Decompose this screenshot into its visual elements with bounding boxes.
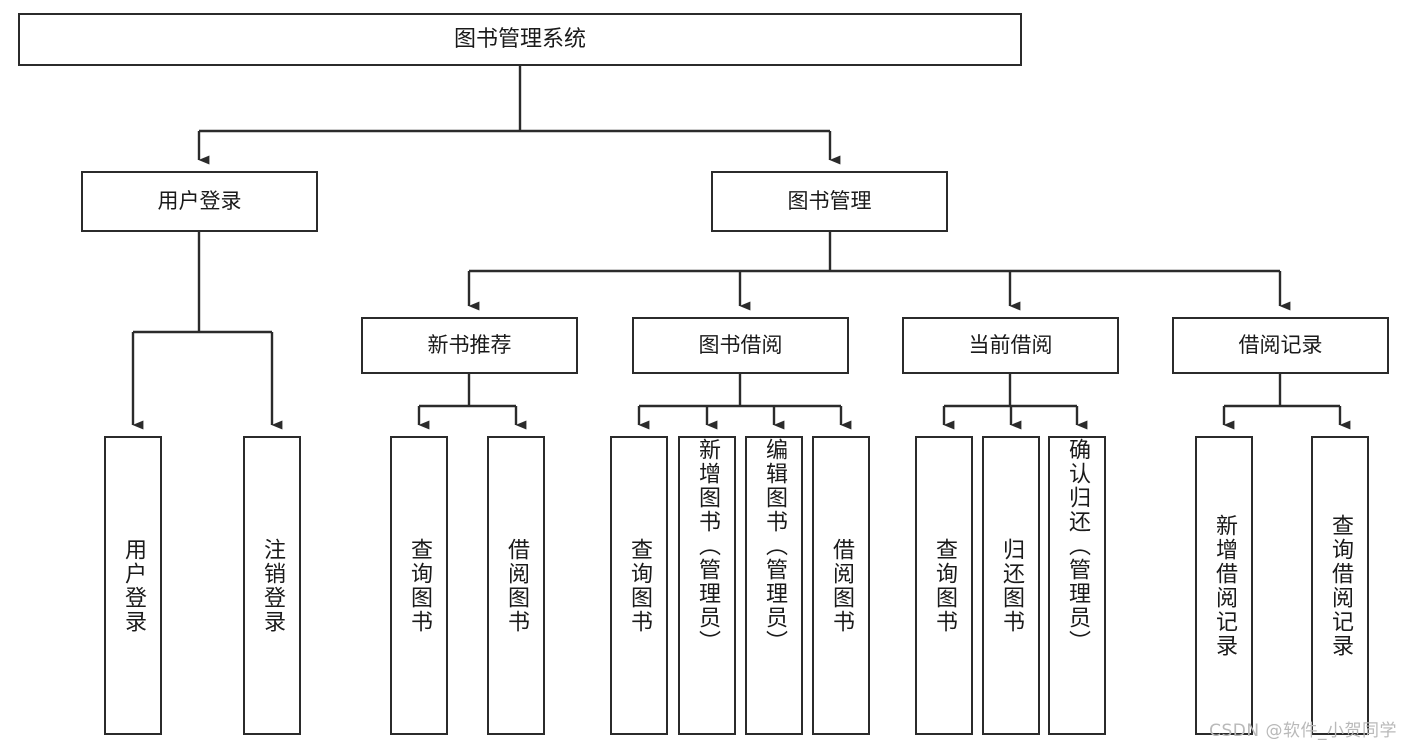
node-label: 查询图书 — [627, 537, 652, 634]
node-leaf-add-borrow-record[interactable]: 新增借阅记录 — [1195, 436, 1253, 735]
connector-book-borrow-to-leaves — [637, 374, 852, 430]
node-label: 新书推荐 — [427, 333, 512, 358]
node-leaf-query-borrow-record[interactable]: 查询借阅记录 — [1311, 436, 1369, 735]
node-label: 借阅图书 — [504, 537, 529, 634]
node-label: 查询图书 — [407, 537, 432, 634]
watermark: CSDN @软件_小贺同学 — [1209, 721, 1397, 741]
connector-current-borrow-to-leaves — [942, 374, 1088, 430]
node-label: 图书管理 — [787, 189, 872, 214]
node-leaf-borrow-book[interactable]: 借阅图书 — [812, 436, 870, 735]
connector-user-login-to-leaves — [131, 232, 283, 430]
node-label: 用户登录 — [121, 537, 146, 634]
node-leaf-return-book[interactable]: 归还图书 — [982, 436, 1040, 735]
node-label: 编辑图书（管理员） — [762, 438, 787, 654]
node-label: 用户登录 — [157, 189, 242, 214]
node-leaf-query-book-current[interactable]: 查询图书 — [915, 436, 973, 735]
node-leaf-confirm-return-admin[interactable]: 确认归还（管理员） — [1048, 436, 1106, 735]
connector-root-to-level2 — [197, 66, 841, 165]
node-label: 查询图书 — [932, 537, 957, 634]
node-new-book-recommend[interactable]: 新书推荐 — [361, 317, 578, 374]
connector-book-manage-to-level3 — [467, 232, 1291, 311]
node-leaf-query-book-borrow[interactable]: 查询图书 — [610, 436, 668, 735]
node-label: 图书管理系统 — [453, 26, 586, 52]
node-label: 注销登录 — [260, 537, 285, 634]
node-user-login[interactable]: 用户登录 — [81, 171, 318, 232]
node-leaf-add-book-admin[interactable]: 新增图书（管理员） — [678, 436, 736, 735]
node-current-borrow[interactable]: 当前借阅 — [902, 317, 1119, 374]
node-label: 查询借阅记录 — [1328, 513, 1353, 658]
node-leaf-edit-book-admin[interactable]: 编辑图书（管理员） — [745, 436, 803, 735]
node-label: 新增借阅记录 — [1212, 513, 1237, 658]
node-label: 图书借阅 — [698, 333, 783, 358]
connector-borrow-record-to-leaves — [1222, 374, 1351, 430]
node-label: 新增图书（管理员） — [695, 438, 720, 654]
node-leaf-query-book-recommend[interactable]: 查询图书 — [390, 436, 448, 735]
node-leaf-logout[interactable]: 注销登录 — [243, 436, 301, 735]
node-label: 确认归还（管理员） — [1065, 438, 1090, 654]
node-book-borrow[interactable]: 图书借阅 — [632, 317, 849, 374]
node-label: 借阅记录 — [1238, 333, 1323, 358]
node-label: 借阅图书 — [829, 537, 854, 634]
node-label: 当前借阅 — [968, 333, 1053, 358]
node-root-system[interactable]: 图书管理系统 — [18, 13, 1022, 66]
node-leaf-user-login[interactable]: 用户登录 — [104, 436, 162, 735]
node-leaf-borrow-book-recommend[interactable]: 借阅图书 — [487, 436, 545, 735]
connector-new-book-to-leaves — [417, 374, 527, 430]
node-borrow-record[interactable]: 借阅记录 — [1172, 317, 1389, 374]
node-label: 归还图书 — [999, 537, 1024, 634]
node-book-manage[interactable]: 图书管理 — [711, 171, 948, 232]
